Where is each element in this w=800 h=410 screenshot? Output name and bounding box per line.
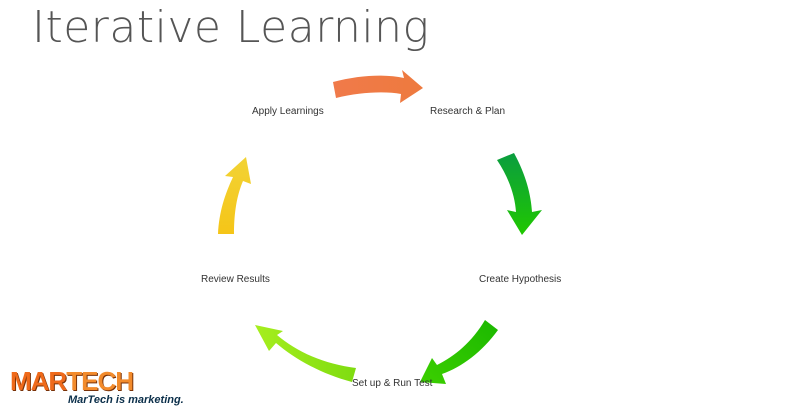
arrow-hypothesis-to-test [420, 320, 498, 384]
arrow-research-to-hypothesis [497, 153, 542, 235]
step-research-plan: Research & Plan [430, 106, 506, 117]
logo-tagline: MarTech is marketing. [68, 394, 184, 406]
logo-wordmark: MARTECH [10, 366, 134, 396]
step-apply-learnings: Apply Learnings [252, 106, 324, 117]
arrow-review-to-apply [218, 157, 251, 234]
arrow-test-to-review [255, 325, 356, 382]
martech-logo: MARTECH MarTech is marketing. [10, 366, 184, 406]
arrow-apply-to-research [333, 70, 423, 103]
step-create-hypothesis: Create Hypothesis [479, 274, 562, 285]
step-review-results: Review Results [201, 274, 270, 285]
step-setup-run-test: Set up & Run Test [352, 378, 433, 389]
page-title: Iterative Learning [32, 2, 430, 53]
